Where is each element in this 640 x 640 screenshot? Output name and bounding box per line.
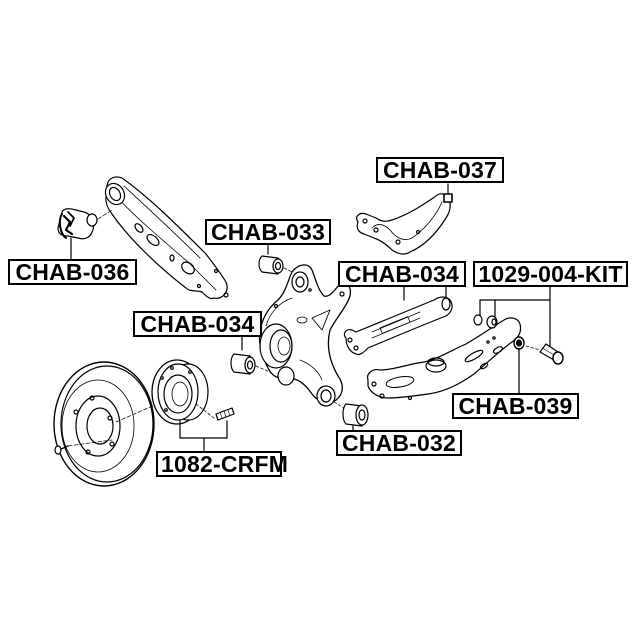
knuckle-lower-bushing — [333, 401, 369, 432]
part-label-chab-034-right[interactable]: CHAB-034 — [338, 261, 466, 287]
wheel-hub — [151, 359, 228, 452]
knuckle-upper-bushing — [258, 244, 297, 275]
part-label-1082-crfm[interactable]: 1082-CRFM — [156, 451, 288, 477]
lateral-link — [343, 286, 453, 356]
part-label-chab-039[interactable]: CHAB-039 — [452, 393, 579, 419]
upper-control-arm — [356, 183, 453, 255]
lower-control-arm — [367, 317, 525, 401]
part-label-chab-032[interactable]: CHAB-032 — [336, 430, 462, 456]
camber-bolt-kit — [473, 286, 564, 365]
part-label-chab-034-left[interactable]: CHAB-034 — [133, 311, 262, 337]
part-label-chab-036[interactable]: CHAB-036 — [8, 259, 137, 285]
trailing-arm-bushing — [57, 208, 113, 260]
part-label-1029-004-kit[interactable]: 1029-004-KIT — [473, 261, 628, 287]
part-label-chab-033[interactable]: CHAB-033 — [205, 219, 331, 245]
trailing-arm — [104, 176, 229, 300]
knuckle-bushing — [230, 336, 271, 375]
brake-disc — [53, 361, 181, 487]
wheel-stud — [215, 407, 235, 421]
knuckle — [258, 264, 352, 407]
disc-screw — [54, 445, 69, 455]
part-label-chab-037[interactable]: CHAB-037 — [376, 157, 504, 183]
